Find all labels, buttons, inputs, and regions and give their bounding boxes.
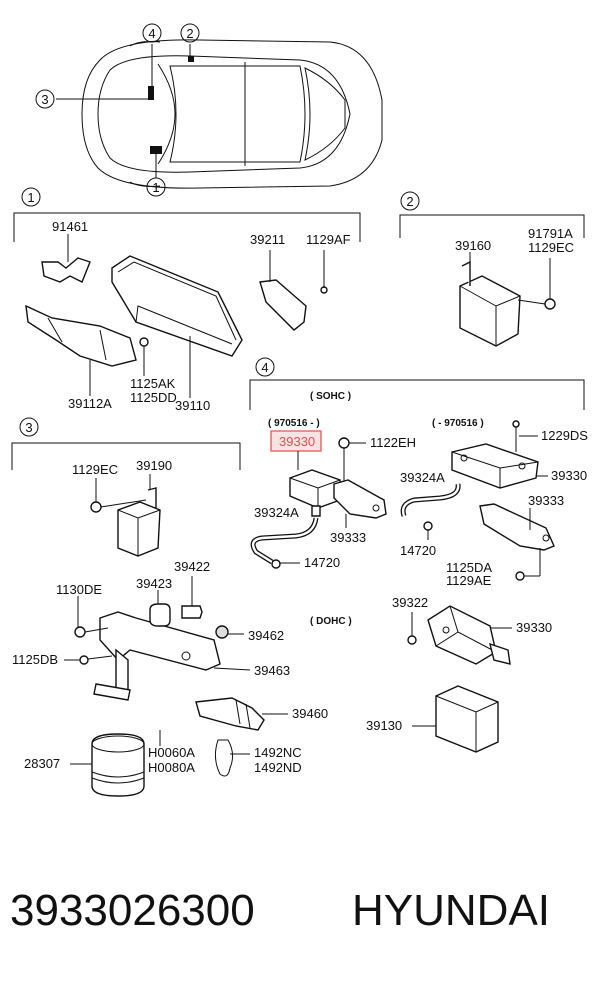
label-39324a-left: 39324A	[254, 505, 299, 520]
grommet-39422	[181, 576, 203, 619]
bracket-39463	[93, 611, 221, 701]
screw-1129af	[320, 250, 328, 294]
label-39330-dohc: 39330	[516, 620, 552, 635]
label-1130de: 1130DE	[56, 582, 102, 597]
label-39190: 39190	[136, 458, 172, 473]
screw-39322	[407, 612, 417, 645]
bolt-1122eh	[338, 437, 366, 482]
label-1125dd: 1125DD	[130, 390, 177, 405]
relay-39211	[259, 250, 307, 331]
bracket-39333-right	[479, 503, 555, 551]
bolt-1125da	[515, 548, 541, 581]
label-39130: 39130	[366, 718, 402, 733]
brand-name: HYUNDAI	[352, 886, 550, 935]
hose-h0060a	[148, 706, 194, 731]
part-number: 3933026300	[10, 886, 255, 935]
svg-text:4: 4	[148, 26, 155, 41]
svg-text:1: 1	[27, 190, 34, 205]
map-sensor-39330-sohc-old	[451, 443, 539, 489]
label-1125da: 1125DA	[446, 560, 492, 575]
date-from-label: ( 970516 - )	[268, 418, 320, 429]
label-28307: 28307	[24, 756, 60, 771]
bolt-1125db	[64, 655, 113, 665]
label-39423: 39423	[136, 576, 172, 591]
callout-2-top: 2	[180, 23, 200, 43]
label-14720-left: 14720	[304, 555, 340, 570]
label-39460: 39460	[292, 706, 328, 721]
sohc-label: ( SOHC )	[310, 391, 351, 402]
label-1229ds: 1229DS	[541, 428, 588, 443]
svg-text:4: 4	[261, 360, 268, 375]
callout-3-top: 3	[35, 89, 55, 109]
svg-text:1: 1	[152, 180, 159, 195]
clip-14720-left	[271, 559, 300, 569]
bolt-1130de	[74, 596, 109, 638]
label-91791a: 91791A	[528, 226, 573, 241]
label-39330-right: 39330	[551, 468, 587, 483]
bracket-91461	[41, 257, 91, 283]
valve-39460	[195, 697, 288, 731]
callout-1-top: 1	[146, 177, 166, 197]
ecu-39110	[111, 255, 243, 357]
actuator-39330-dohc	[427, 605, 511, 665]
damper-39423	[149, 590, 171, 627]
label-39462: 39462	[248, 628, 284, 643]
clamp-1492nc	[214, 739, 250, 777]
label-h0080a: H0080A	[148, 760, 195, 775]
label-1125ak: 1125AK	[130, 376, 176, 391]
label-39333-left: 39333	[330, 530, 366, 545]
callout-4-top: 4	[142, 23, 162, 43]
label-1129ec-3: 1129EC	[72, 462, 118, 477]
bushing-39462	[215, 625, 244, 639]
highlight-39330[interactable]: 39330	[270, 430, 322, 452]
bolt-91791a	[517, 258, 556, 310]
dohc-label: ( DOHC )	[310, 616, 352, 627]
label-39112a: 39112A	[68, 396, 112, 411]
relay-39190	[117, 487, 161, 557]
svg-text:3: 3	[41, 92, 48, 107]
label-1129ec-2: 1129EC	[528, 240, 574, 255]
label-h0060a: H0060A	[148, 745, 195, 760]
car-top-view	[56, 39, 383, 189]
section-2-header: 2	[399, 191, 585, 238]
label-39324a-right: 39324A	[400, 470, 445, 485]
label-1122eh: 1122EH	[370, 435, 416, 450]
label-1125db: 1125DB	[12, 652, 58, 667]
clip-14720-right	[423, 521, 433, 540]
label-39211: 39211	[250, 232, 285, 247]
label-1129ae: 1129AE	[446, 573, 492, 588]
hose-39324a-left	[250, 517, 319, 565]
label-39422: 39422	[174, 559, 210, 574]
module-39130	[412, 685, 499, 753]
svg-text:2: 2	[186, 26, 193, 41]
date-to-label: ( - 970516 )	[432, 418, 484, 429]
label-1492nd: 1492ND	[254, 760, 302, 775]
label-39330-highlighted: 39330	[279, 434, 315, 449]
bolt-1229ds	[512, 420, 538, 452]
label-1492nc: 1492NC	[254, 745, 302, 760]
label-39322: 39322	[392, 595, 428, 610]
label-39110: 39110	[175, 398, 210, 413]
canister-28307	[91, 733, 145, 797]
svg-text:2: 2	[406, 194, 413, 209]
label-39333-right: 39333	[528, 493, 564, 508]
screw-1129ec-3	[90, 478, 147, 513]
section-4-header: 4	[249, 357, 585, 410]
svg-text:3: 3	[25, 420, 32, 435]
label-39463: 39463	[254, 663, 290, 678]
label-1129af: 1129AF	[306, 232, 351, 247]
label-14720-right: 14720	[400, 543, 436, 558]
section-1-header: 1	[13, 187, 361, 242]
label-39160: 39160	[455, 238, 491, 253]
bolt-1125ak	[139, 337, 149, 376]
bracket-39333-left	[333, 479, 387, 519]
label-91461: 91461	[52, 219, 88, 234]
hose-39324a-right	[400, 483, 461, 517]
ecu-bracket-39112a	[25, 304, 137, 367]
section-3-header: 3	[11, 417, 241, 470]
relay-39160	[459, 260, 521, 347]
